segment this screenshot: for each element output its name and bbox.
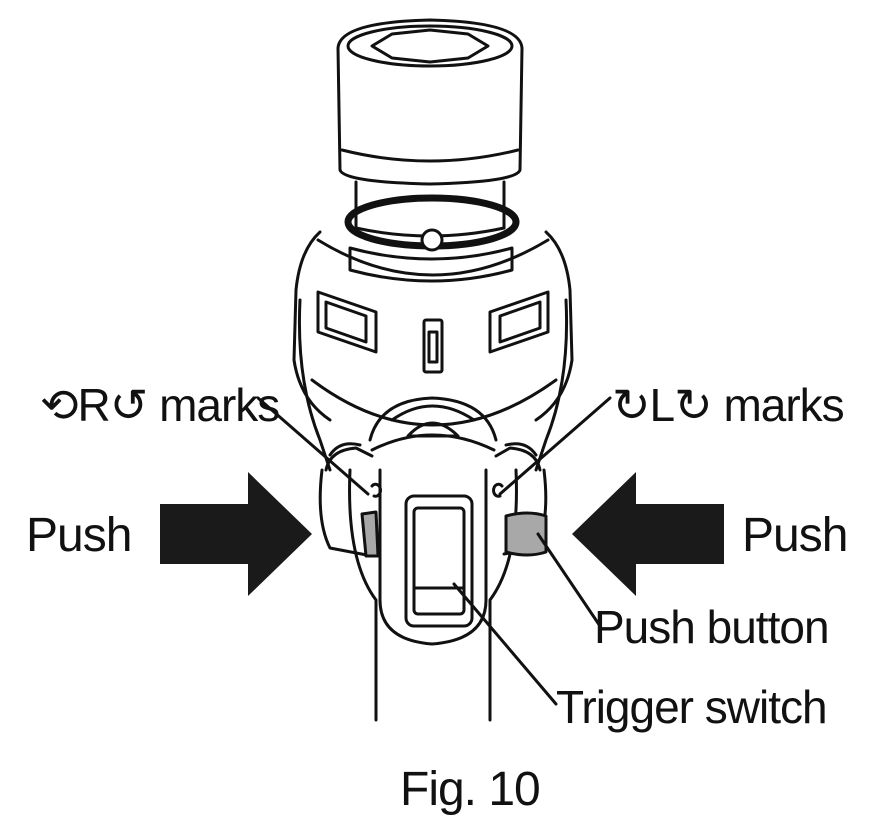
tool-handle	[348, 433, 518, 722]
leader-push-button	[536, 532, 602, 628]
push-button-label: Push button	[594, 601, 830, 653]
push-label-right: Push	[742, 509, 848, 562]
leader-r-marks	[256, 396, 370, 496]
l-marks-label: ↻L↻ marks	[612, 379, 845, 431]
socket	[336, 18, 524, 238]
push-button-right	[504, 511, 548, 557]
push-arrow-left	[160, 472, 312, 596]
push-button-left	[360, 510, 380, 558]
r-marks-label: ⟲R↺ marks	[40, 379, 280, 431]
figure-caption: Fig. 10	[400, 763, 541, 816]
trigger-switch	[404, 494, 474, 628]
tool-housing	[297, 290, 569, 472]
leader-trigger-switch	[452, 582, 558, 706]
trigger-switch-label: Trigger switch	[556, 681, 828, 733]
o-ring	[344, 194, 520, 252]
push-label-left: Push	[26, 509, 132, 562]
leader-l-marks	[498, 396, 612, 496]
push-arrow-right	[572, 472, 724, 596]
tool-nose	[292, 230, 574, 422]
